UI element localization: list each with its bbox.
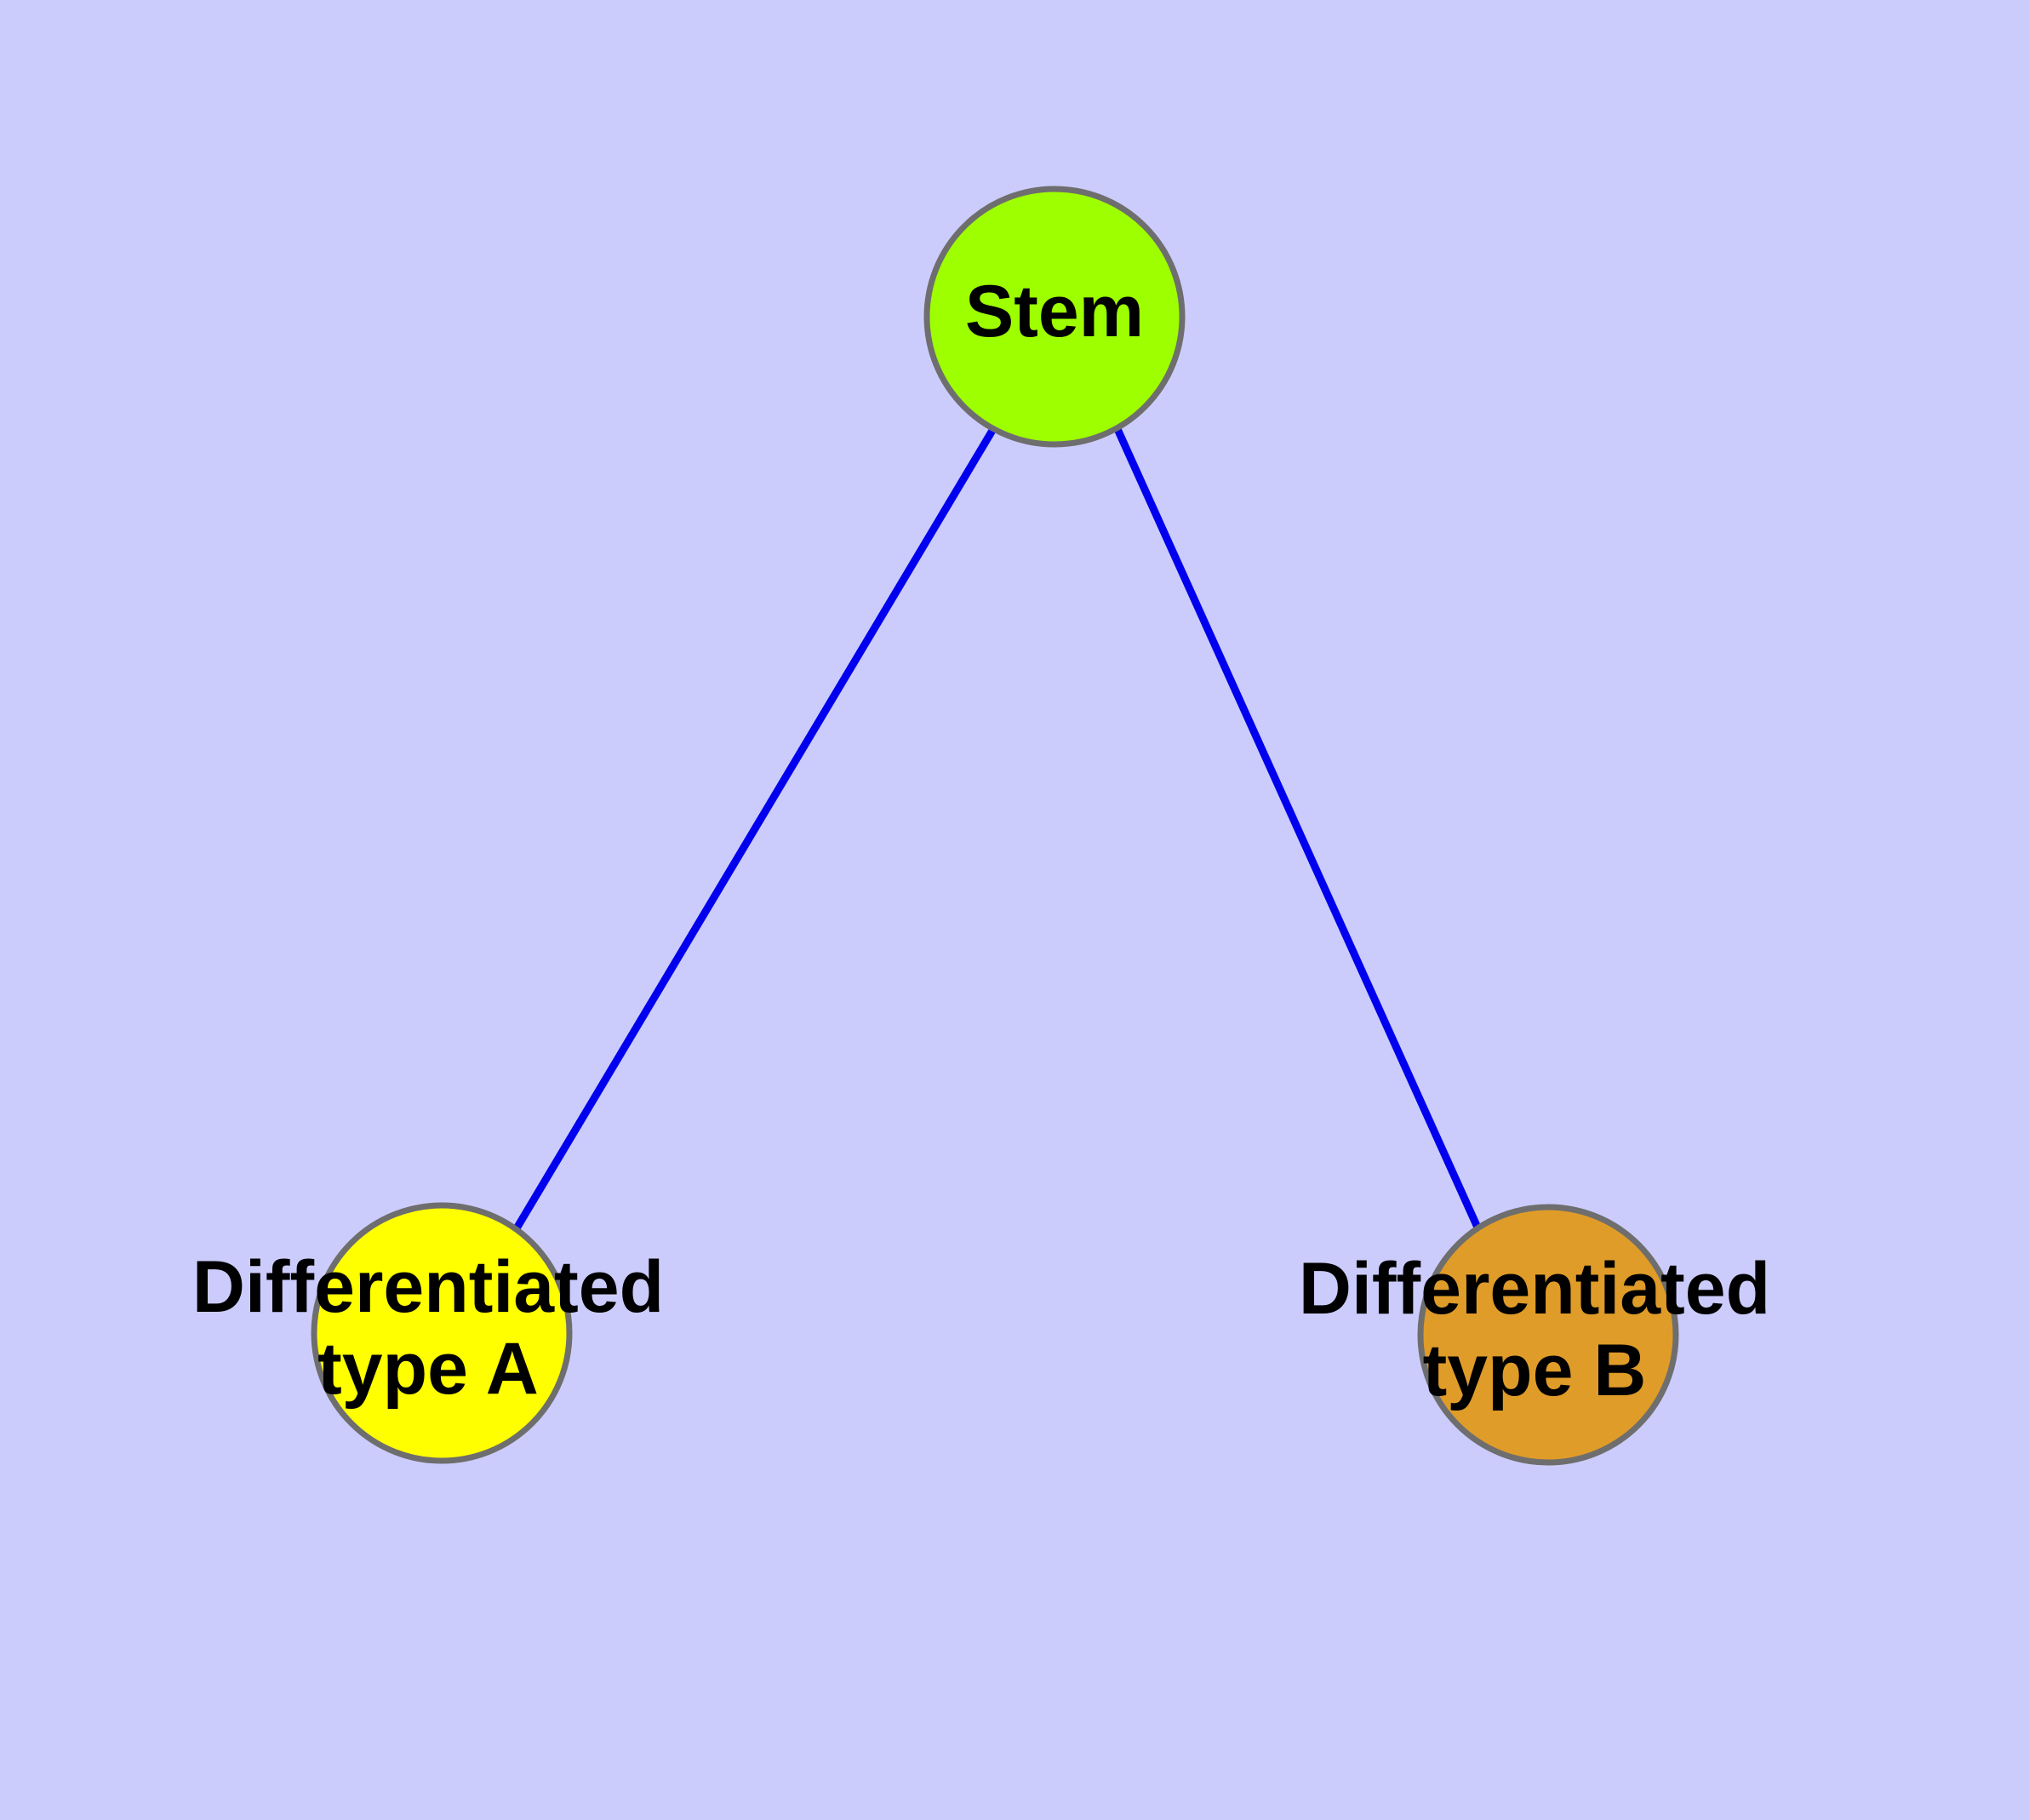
- node-label-stem: Stem: [965, 271, 1144, 352]
- node-circle-stem[interactable]: [923, 186, 1186, 448]
- node-circle-diff_a[interactable]: [311, 1202, 573, 1464]
- node-circle-diff_b[interactable]: [1417, 1204, 1679, 1466]
- node-label-line: type B: [1423, 1330, 1647, 1411]
- node-label-line: Differentiated: [1299, 1248, 1770, 1330]
- edge-stem-diff-b[interactable]: [1113, 427, 1483, 1231]
- edges-layer: [513, 426, 1483, 1231]
- node-label-line: Differentiated: [192, 1246, 664, 1328]
- node-label-line: Stem: [965, 271, 1144, 352]
- edge-stem-diff-a[interactable]: [513, 426, 997, 1231]
- node-label-line: type A: [317, 1328, 539, 1410]
